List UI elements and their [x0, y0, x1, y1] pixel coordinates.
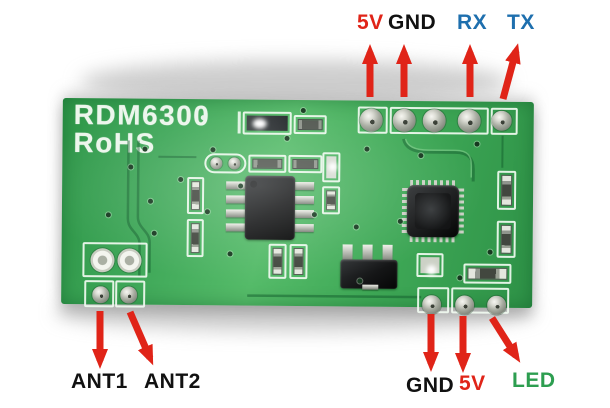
arrow-ant2 [126, 310, 154, 366]
trace-line [247, 294, 422, 299]
trace-line [136, 140, 151, 273]
trace-line [126, 140, 141, 277]
trace-line [404, 138, 473, 178]
pin-label-gnd-top: GND [388, 11, 437, 34]
trace-line [402, 138, 475, 182]
copper-traces [126, 135, 504, 299]
shadow-top [80, 60, 510, 104]
arrow-tx-top [499, 43, 521, 100]
pin-label-led: LED [512, 369, 556, 392]
pin-label-5v-top: 5V [357, 11, 384, 34]
pcb-board: RDM6300 RoHS [61, 97, 534, 315]
pin-label-rx-top: RX [457, 11, 488, 34]
pin-label-tx-top: TX [507, 11, 535, 34]
pin-label-5v-bottom: 5V [459, 372, 486, 395]
pin-label-ant1: ANT1 [71, 370, 128, 393]
arrow-led [489, 316, 521, 363]
pin-label-gnd-bottom: GND [406, 374, 455, 397]
pin-label-ant2: ANT2 [144, 370, 201, 393]
